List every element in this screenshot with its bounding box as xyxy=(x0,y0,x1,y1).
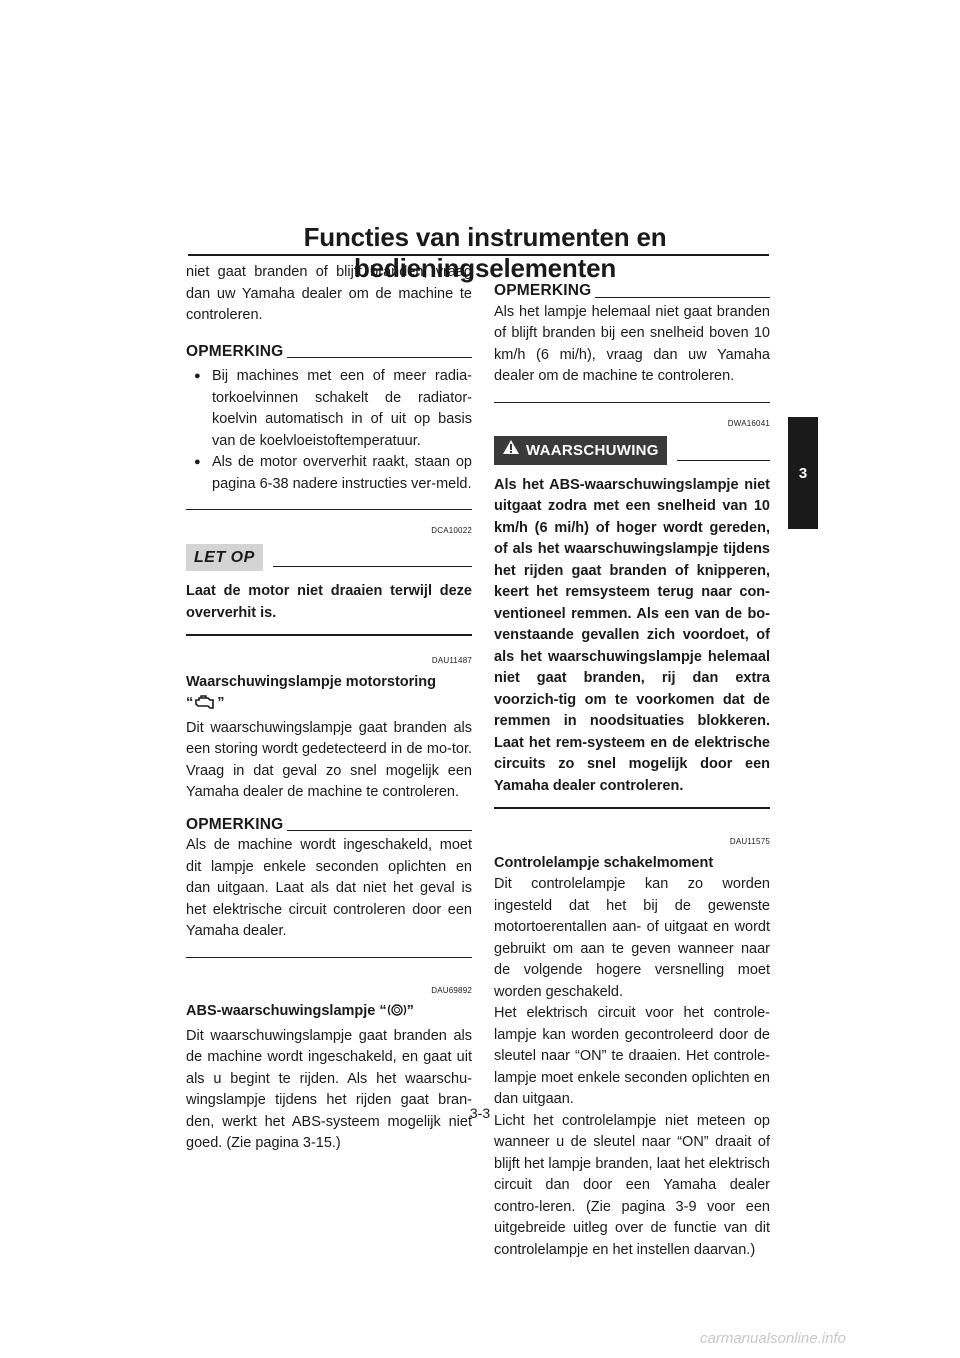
list-item: Als de motor oververhit raakt, staan op … xyxy=(186,452,472,495)
warning-heading: WAARSCHUWING xyxy=(494,436,770,465)
warning-badge: WAARSCHUWING xyxy=(494,436,667,465)
section-title-abs-warning: ABS-waarschuwingslampje “ ” xyxy=(186,1001,472,1026)
open-quote: “ xyxy=(186,695,194,711)
note-label: OPMERKING xyxy=(494,282,592,299)
section-paragraph: Dit waarschuwingslampje gaat branden als… xyxy=(186,719,472,801)
note-heading-3: OPMERKING xyxy=(494,280,770,302)
intro-paragraph: niet gaat branden of blijft branden, vra… xyxy=(186,264,472,323)
watermark: carmanualsonline.info xyxy=(700,1330,846,1347)
section-code: DAU69892 xyxy=(431,985,472,995)
note-rule xyxy=(595,296,770,298)
engine-icon xyxy=(193,694,217,718)
warning-triangle-icon xyxy=(502,439,526,462)
caution-rule xyxy=(272,566,472,567)
warning-text: Als het ABS-waarschuwingslampje niet uit… xyxy=(494,476,770,794)
right-column: OPMERKING Als het lampje helemaal niet g… xyxy=(494,262,770,1261)
page-number: 3-3 xyxy=(469,1105,491,1121)
section-paragraph: Licht het controlelampje niet meteen op … xyxy=(494,1112,770,1258)
close-quote: ” xyxy=(217,695,225,711)
close-quote: ” xyxy=(406,1003,414,1019)
section-code: DAU11575 xyxy=(729,837,770,846)
note-label: OPMERKING xyxy=(186,342,284,360)
note-label: OPMERKING xyxy=(186,815,284,833)
section-title-icon-line: “” xyxy=(186,693,472,718)
chapter-tab[interactable]: 3 xyxy=(788,417,818,529)
left-column: niet gaat branden of blijft branden, vra… xyxy=(186,262,472,1155)
section-code: DAU11487 xyxy=(431,656,472,665)
warning-rule xyxy=(676,459,770,461)
section-title-engine-warning: Waarschuwingslampje motorstoring “” xyxy=(186,672,472,718)
note-end-rule xyxy=(186,509,472,510)
note-rule xyxy=(287,357,472,358)
section-paragraph: Dit controlelampje kan zo worden ingeste… xyxy=(494,876,770,1000)
note-end-rule xyxy=(494,401,770,403)
section-title-shift-light: Controlelampje schakelmoment xyxy=(494,854,714,871)
section-title-text: ABS-waarschuwingslampje “ xyxy=(186,1003,387,1019)
warning-label: WAARSCHUWING xyxy=(526,441,659,459)
note-paragraph: Als de machine wordt ingeschakeld, moet … xyxy=(186,837,472,939)
note-list: Bij machines met een of meer radia-torko… xyxy=(186,366,472,495)
warning-code: DWA16041 xyxy=(727,418,770,428)
note-end-rule xyxy=(186,956,472,958)
list-item: Bij machines met een of meer radia-torko… xyxy=(186,366,472,452)
caution-heading: LET OP xyxy=(186,543,472,571)
caution-end-rule xyxy=(186,634,472,636)
caution-badge: LET OP xyxy=(186,543,263,571)
caution-code: DCA10022 xyxy=(431,526,472,535)
header-rule xyxy=(188,254,769,256)
note-rule xyxy=(287,830,472,831)
abs-icon xyxy=(387,1002,407,1026)
page-header-title: Functies van instrumenten en bedieningse… xyxy=(303,222,667,283)
note-heading-1: OPMERKING xyxy=(186,341,472,363)
note-paragraph: Als het lampje helemaal niet gaat brande… xyxy=(494,303,770,385)
section-title-text: Waarschuwingslampje motorstoring xyxy=(186,673,437,690)
caution-text: Laat de motor niet draaien terwijl deze … xyxy=(186,583,472,621)
section-paragraph: Dit waarschuwingslampje gaat branden als… xyxy=(186,1027,472,1152)
warning-end-rule xyxy=(494,807,770,809)
section-paragraph: Het elektrisch circuit voor het controle… xyxy=(494,1005,770,1107)
note-heading-2: OPMERKING xyxy=(186,814,472,836)
